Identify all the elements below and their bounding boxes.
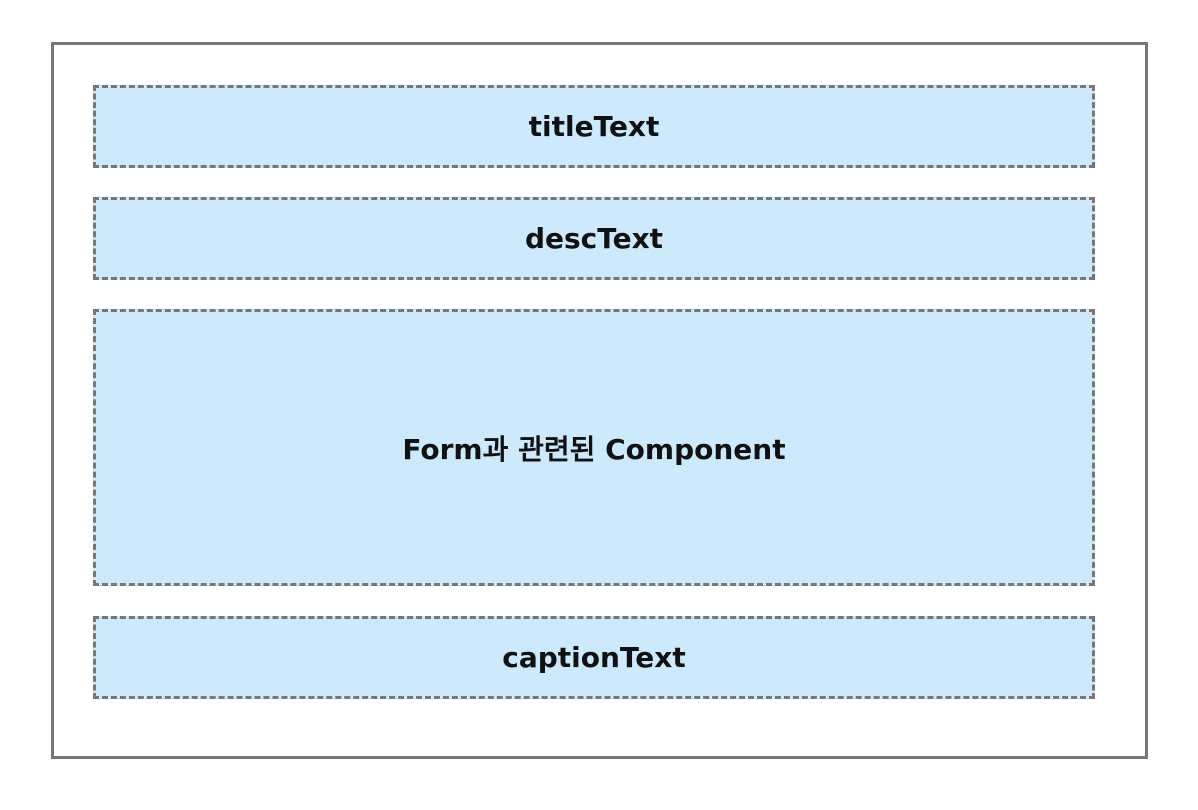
caption-text-slot: captionText xyxy=(93,616,1095,699)
desc-text-slot: descText xyxy=(93,197,1095,280)
title-text-slot: titleText xyxy=(93,85,1095,168)
form-component-slot: Form과 관련된 Component xyxy=(93,309,1095,586)
form-component-slot-label: Form과 관련된 Component xyxy=(402,432,786,466)
title-text-slot-label: titleText xyxy=(528,110,660,143)
desc-text-slot-label: descText xyxy=(524,222,664,255)
caption-text-slot-label: captionText xyxy=(502,641,686,674)
